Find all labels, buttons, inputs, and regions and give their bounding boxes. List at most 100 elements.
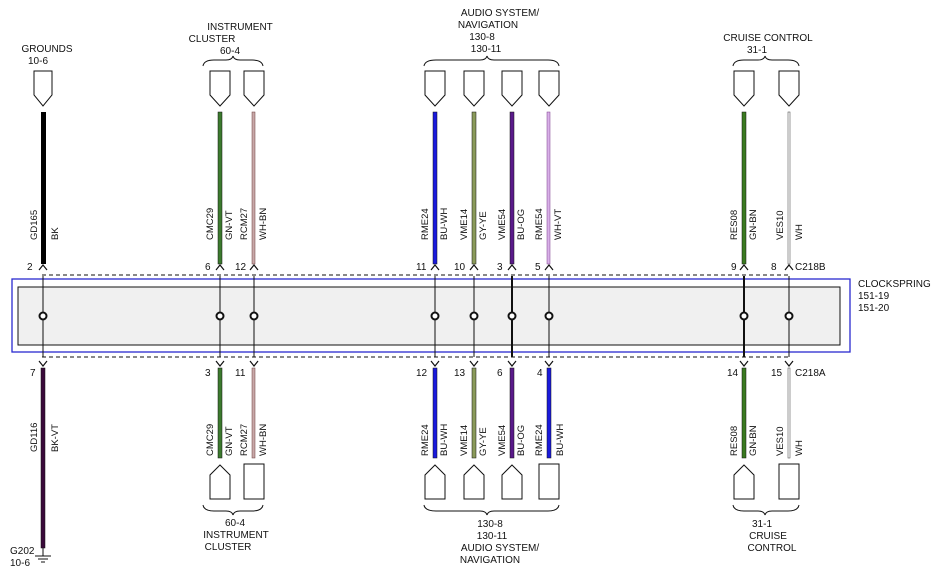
bottom-wire-rme24b bbox=[546, 367, 552, 459]
top-group-audio-line4: 130-11 bbox=[471, 44, 502, 55]
bottom-wire-rcm27 bbox=[251, 367, 256, 459]
top-group-labels: GROUNDS 10-6 INSTRUMENT CLUSTER 60-4 AUD… bbox=[21, 8, 813, 67]
bottom-group-ground-line2: 10-6 bbox=[10, 558, 30, 569]
bottom-group-labels: G202 10-6 60-4 INSTRUMENT CLUSTER 130-8 … bbox=[10, 518, 797, 569]
bottom-group-instrument-line3: CLUSTER bbox=[205, 542, 252, 553]
bottom-brace-instrument bbox=[202, 504, 264, 516]
top-chevron-6 bbox=[507, 264, 517, 271]
top-plug-res08 bbox=[733, 70, 755, 107]
top-chevron-1 bbox=[38, 264, 48, 271]
top-pin-rme54: 5 bbox=[535, 262, 541, 273]
top-plugs bbox=[33, 70, 800, 107]
top-circuit-ves10: VES10 bbox=[775, 210, 786, 240]
clockspring-ref-2: 151-20 bbox=[858, 303, 890, 314]
top-plug-vme14 bbox=[463, 70, 485, 107]
top-pin-vme54: 3 bbox=[497, 262, 503, 273]
clockspring-nodes bbox=[38, 311, 794, 321]
top-wire-vme14 bbox=[471, 111, 477, 265]
top-group-grounds-line1: GROUNDS bbox=[21, 44, 72, 55]
top-color-vme14: GY-YE bbox=[478, 211, 489, 240]
bottom-group-instrument-line2: INSTRUMENT bbox=[203, 530, 269, 541]
node-5 bbox=[469, 311, 479, 321]
bottom-circuit-rme24: RME24 bbox=[420, 424, 431, 456]
top-wire-vme54 bbox=[509, 111, 515, 265]
bottom-plug-rme24b bbox=[538, 463, 560, 500]
bottom-wire-res08 bbox=[741, 367, 747, 459]
bottom-plug-res08 bbox=[733, 464, 755, 500]
bottom-circuit-cmc29: CMC29 bbox=[205, 424, 216, 456]
top-plug-rcm27 bbox=[243, 70, 265, 107]
bottom-wire-cmc29 bbox=[217, 367, 223, 459]
top-group-cruise-line2: 31-1 bbox=[747, 45, 767, 56]
top-plug-cmc29 bbox=[209, 70, 231, 107]
top-pin-ves10: 8 bbox=[771, 262, 777, 273]
bottom-pin-numbers: 7 3 11 12 13 6 4 14 15 C218A bbox=[30, 368, 826, 379]
top-circuit-res08: RES08 bbox=[729, 210, 740, 240]
top-color-cmc29: GN-VT bbox=[224, 210, 235, 240]
top-braces bbox=[202, 55, 800, 67]
bottom-brace-cruise bbox=[732, 504, 800, 516]
bottom-color-ves10: WH bbox=[794, 440, 805, 456]
top-plug-rme54 bbox=[538, 70, 560, 107]
top-chevron-5 bbox=[469, 264, 479, 271]
top-color-res08: GN-BN bbox=[748, 209, 759, 240]
ground-symbol-icon bbox=[35, 548, 51, 563]
top-wire-segments bbox=[41, 111, 791, 265]
top-color-rme54: WH-VT bbox=[553, 209, 564, 240]
bottom-plug-cmc29 bbox=[209, 464, 231, 500]
bottom-group-instrument-line1: 60-4 bbox=[225, 518, 245, 529]
top-circuit-cmc29: CMC29 bbox=[205, 208, 216, 240]
top-plug-ves10 bbox=[778, 70, 800, 107]
top-pin-rme24: 11 bbox=[416, 262, 427, 273]
bottom-color-vme54: BU-OG bbox=[516, 425, 527, 456]
bottom-connector-label: C218A bbox=[795, 368, 826, 379]
node-2 bbox=[215, 311, 225, 321]
bottom-plug-vme54 bbox=[501, 464, 523, 500]
top-wire-rcm27 bbox=[251, 111, 256, 265]
bottom-color-rme24: BU-WH bbox=[439, 424, 450, 456]
bottom-group-audio-line2: 130-11 bbox=[477, 531, 508, 542]
bottom-color-vme14: GY-YE bbox=[478, 427, 489, 456]
bottom-circuit-vme14: VME14 bbox=[459, 425, 470, 456]
bottom-pin-gd116: 7 bbox=[30, 368, 36, 379]
top-color-gd165: BK bbox=[50, 227, 61, 240]
node-1 bbox=[38, 311, 48, 321]
bottom-plug-ves10 bbox=[778, 463, 800, 500]
bottom-wire-labels: GD116 BK-VT CMC29 GN-VT RCM27 WH-BN RME2… bbox=[29, 423, 805, 456]
top-color-vme54: BU-OG bbox=[516, 209, 527, 240]
node-6 bbox=[507, 311, 517, 321]
top-group-instrument-line3: 60-4 bbox=[220, 46, 240, 57]
bottom-pin-rme24: 12 bbox=[416, 368, 428, 379]
top-pin-vme14: 10 bbox=[454, 262, 466, 273]
top-group-grounds-line2: 10-6 bbox=[28, 56, 48, 67]
top-color-rme24: BU-WH bbox=[439, 208, 450, 240]
bottom-group-audio-line3: AUDIO SYSTEM/ bbox=[461, 543, 540, 554]
bottom-group-audio-line4: NAVIGATION bbox=[460, 555, 520, 566]
top-pin-cmc29: 6 bbox=[205, 262, 211, 273]
top-pin-rcm27: 12 bbox=[235, 262, 247, 273]
top-chevron-4 bbox=[430, 264, 440, 271]
top-wire-gd165 bbox=[41, 112, 46, 264]
bottom-circuit-vme54: VME54 bbox=[497, 425, 508, 456]
bottom-group-cruise-line1: 31-1 bbox=[752, 519, 772, 530]
top-chevron-8 bbox=[739, 264, 749, 271]
bottom-color-rme24b: BU-WH bbox=[555, 424, 566, 456]
bottom-braces bbox=[202, 504, 800, 516]
top-plug-ground bbox=[33, 70, 53, 107]
bottom-wire-vme54 bbox=[509, 367, 515, 459]
top-chevron-9 bbox=[784, 264, 794, 271]
bottom-pin-rme24b: 4 bbox=[537, 368, 543, 379]
bottom-pin-vme54: 6 bbox=[497, 368, 503, 379]
top-color-ves10: WH bbox=[794, 224, 805, 240]
top-group-audio-line3: 130-8 bbox=[469, 32, 495, 43]
bottom-pin-ves10: 15 bbox=[771, 368, 783, 379]
top-pin-chevrons bbox=[38, 264, 794, 271]
clockspring-title: CLOCKSPRING bbox=[858, 279, 931, 290]
top-group-audio-line1: AUDIO SYSTEM/ bbox=[461, 8, 540, 19]
bottom-group-audio-line1: 130-8 bbox=[477, 519, 503, 530]
bottom-wire-rme24 bbox=[432, 367, 438, 459]
top-group-cruise-line1: CRUISE CONTROL bbox=[723, 33, 813, 44]
top-plug-rme24 bbox=[424, 70, 446, 107]
bottom-brace-audio bbox=[423, 504, 560, 516]
node-7 bbox=[544, 311, 554, 321]
